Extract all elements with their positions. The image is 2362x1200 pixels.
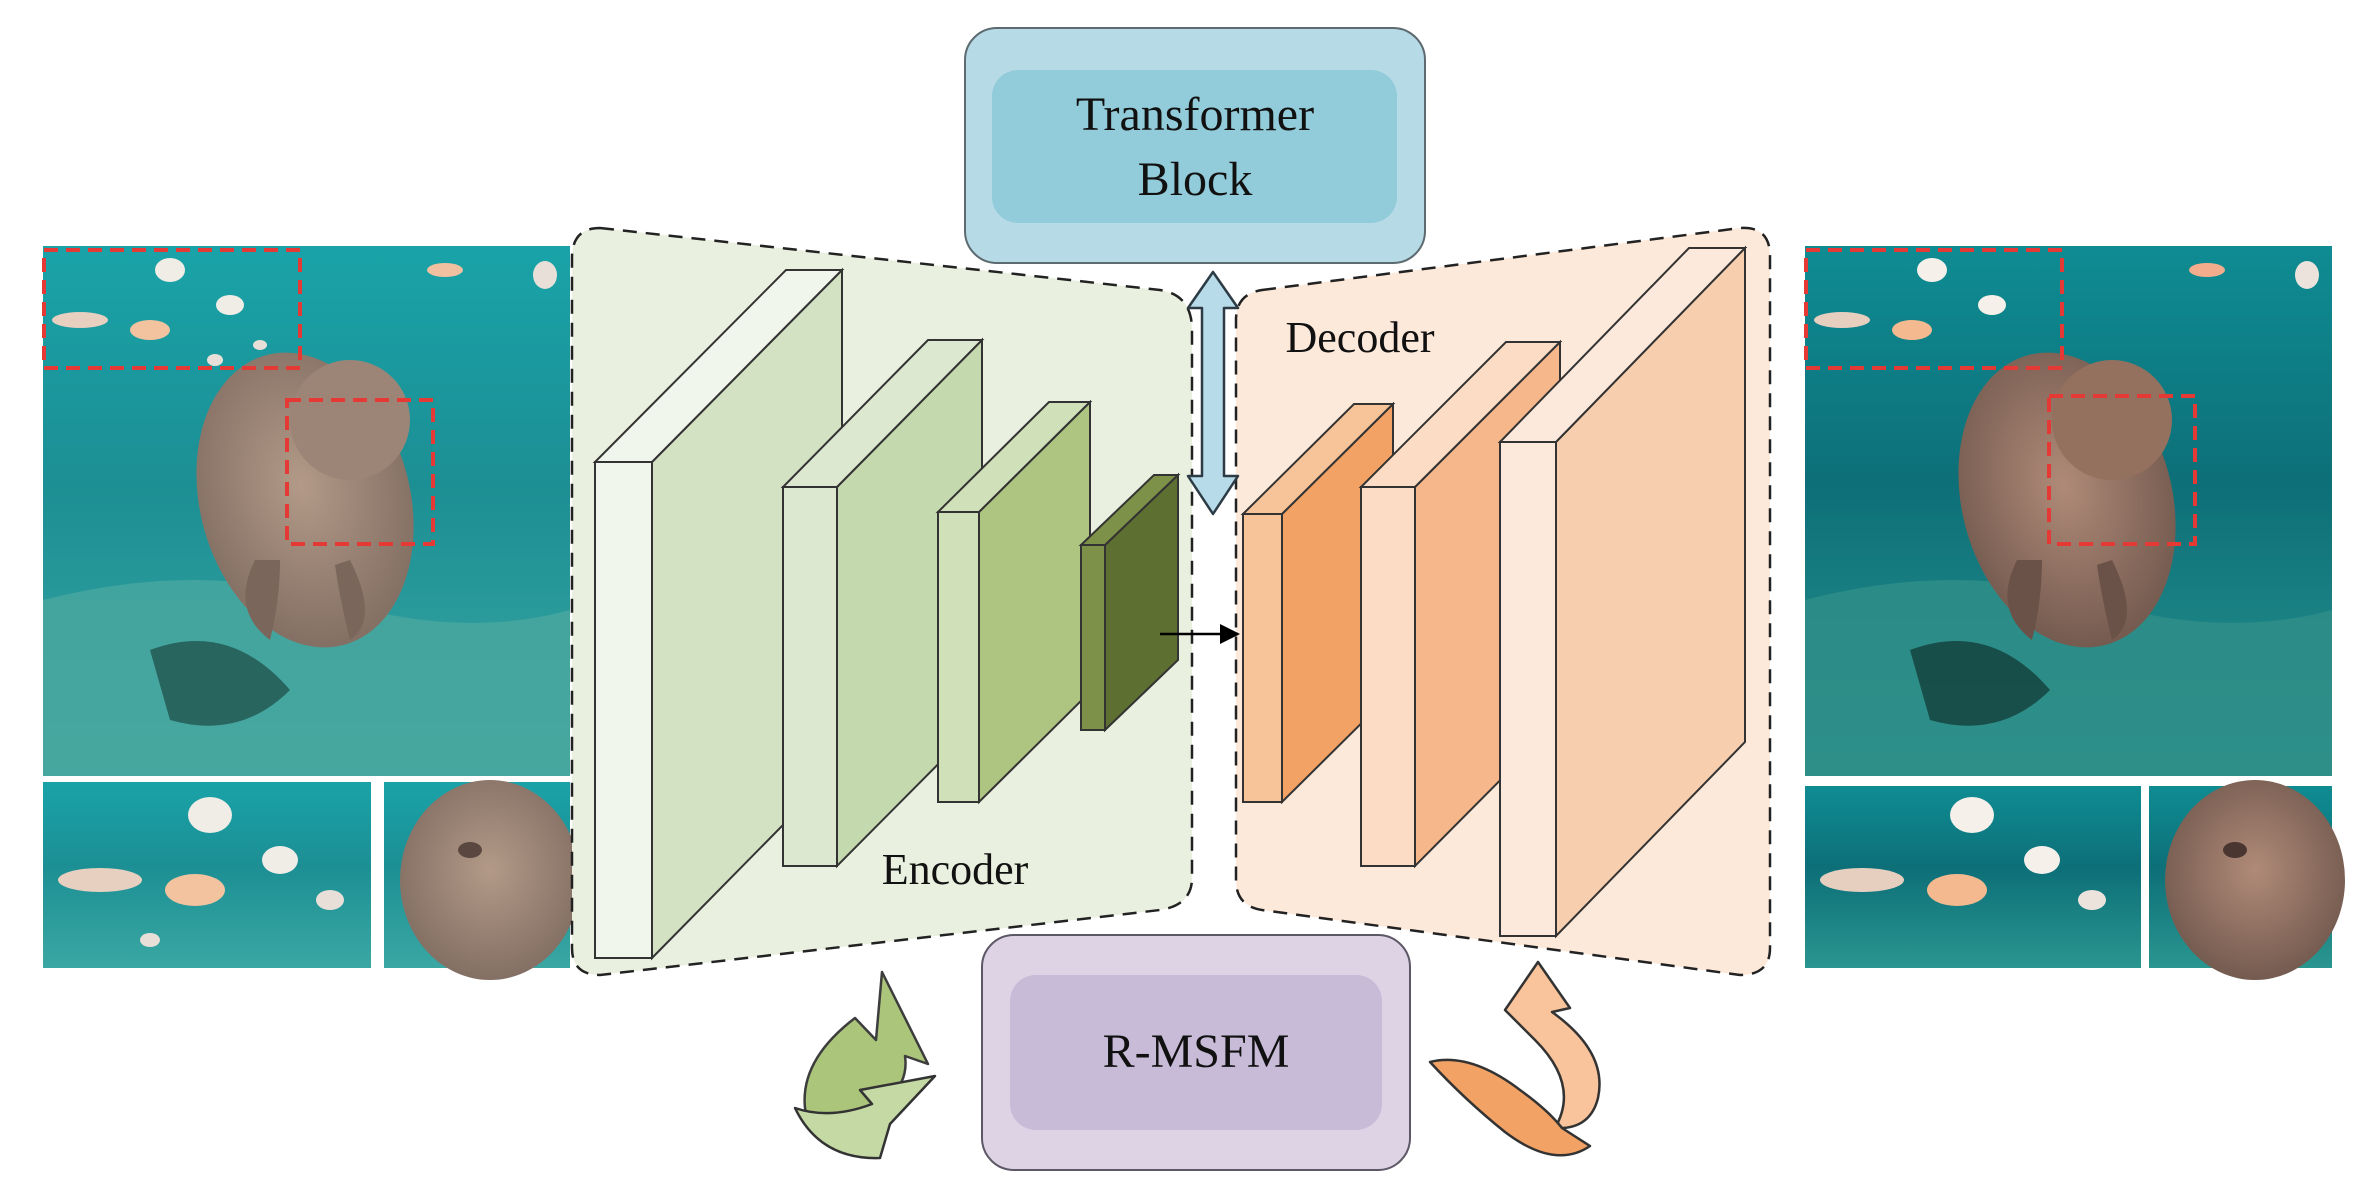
encoder-label: Encoder — [882, 845, 1029, 894]
output-image — [1804, 246, 2332, 776]
decoder-label: Decoder — [1285, 313, 1434, 362]
curved-arrow-orange-icon — [1428, 960, 1601, 1157]
decoder-layer-3 — [1497, 245, 1748, 939]
transformer-block: Transformer Block — [964, 27, 1426, 264]
output-image-group — [1804, 246, 2345, 980]
input-crop-fish — [43, 782, 371, 968]
curved-arrow-green-icon — [793, 970, 937, 1160]
input-crop-manatee — [384, 780, 580, 980]
rmsfm-label: R-MSFM — [1103, 1025, 1290, 1078]
bidirectional-arrow-icon — [1186, 270, 1240, 516]
input-image-group — [42, 246, 580, 980]
output-crop-fish — [1805, 786, 2141, 968]
input-image — [42, 246, 570, 776]
rmsfm-block: R-MSFM — [981, 934, 1411, 1171]
transformer-label-line2: Block — [1138, 153, 1253, 206]
encoder-layer-4 — [1078, 472, 1181, 733]
output-crop-manatee — [2149, 780, 2345, 980]
transformer-label-line1: Transformer — [1076, 88, 1314, 141]
